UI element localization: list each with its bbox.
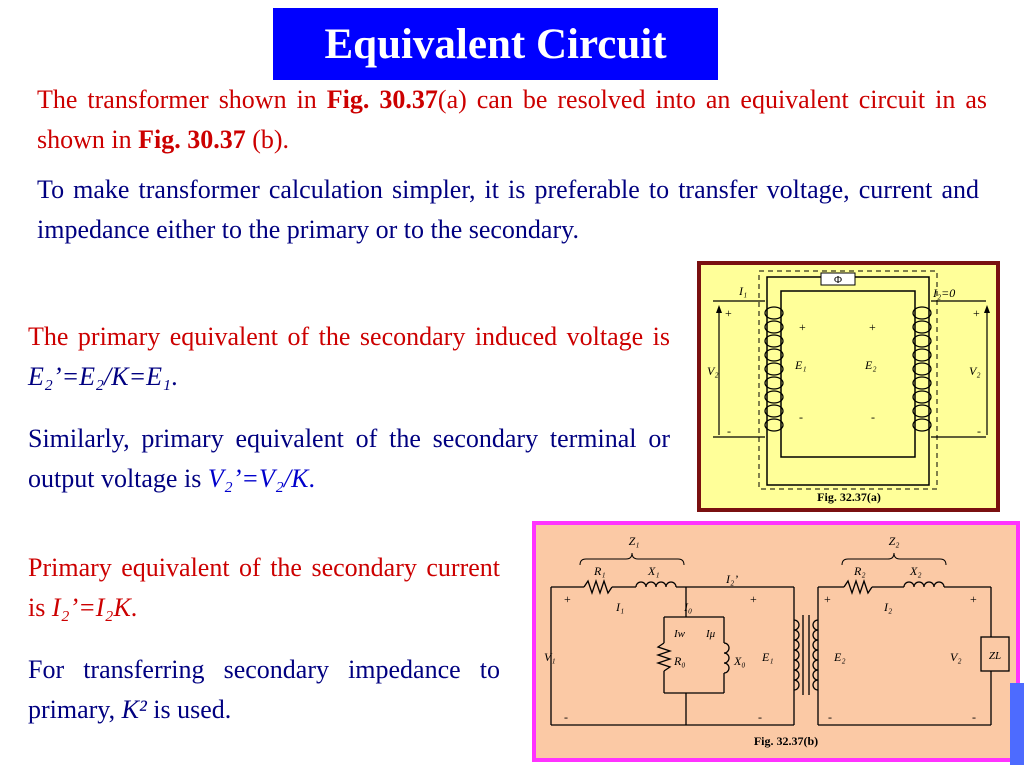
paragraph-6: For transferring secondary impedance to … — [28, 650, 500, 730]
plus-e2-b: + — [824, 592, 831, 606]
label-v1: V₁ — [544, 650, 556, 664]
label-i0: I₀ — [683, 600, 692, 614]
label-e2: E₂ — [864, 358, 877, 372]
figure-a-diagram: Φ I₁ I₂=0 + + + + V₂ V₂ E₁ E₂ - - - - — [707, 270, 990, 504]
core-outer — [766, 276, 930, 486]
p1-text-2: (a) can be resolved into an equivalent c… — [37, 85, 987, 154]
minus-e2-b: - — [828, 710, 832, 724]
plus-v1: + — [564, 592, 571, 606]
p5-text: Primary equivalent of the secondary curr… — [28, 553, 500, 622]
label-x0: X₀ — [733, 654, 746, 668]
label-i1-b: I₁ — [615, 600, 624, 614]
plus-e1: + — [799, 320, 806, 334]
fig-a-caption: Fig. 32.37(a) — [817, 490, 881, 504]
label-r0: R₀ — [673, 654, 686, 668]
label-i2-prime: I₂’ — [725, 572, 738, 586]
p3-text: The primary equivalent of the secondary … — [28, 322, 670, 351]
figure-b-equivalent-circuit: ZL Z₁ Z₂ R₁ X₁ R₂ X₂ I₁ I₀ I₂’ I₂ Iw Iμ … — [532, 521, 1020, 762]
p1-text-1: The transformer shown in — [37, 85, 327, 114]
p1-text-3: (b). — [245, 125, 290, 154]
label-iw: Iw — [673, 628, 686, 640]
label-i2: I₂=0 — [932, 286, 955, 300]
arrow-right-up — [984, 305, 990, 313]
figure-b-diagram: ZL Z₁ Z₂ R₁ X₁ R₂ X₂ I₁ I₀ I₂’ I₂ Iw Iμ … — [544, 534, 1010, 748]
plus-e2: + — [869, 320, 876, 334]
plus-right: + — [973, 306, 980, 320]
flux-box — [820, 272, 856, 286]
label-e2-b: E₂ — [833, 650, 846, 664]
minus-left: - — [727, 424, 731, 438]
label-imu: Iμ — [705, 628, 716, 640]
label-i2-b: I₂ — [883, 600, 892, 614]
secondary-coil — [912, 306, 932, 432]
label-e1: E₁ — [794, 358, 807, 372]
plus-e1-b: + — [750, 592, 757, 606]
plus-v2: + — [970, 592, 977, 606]
p4-end: . — [308, 464, 315, 493]
slide-edge-decoration — [1010, 683, 1024, 765]
label-r2: R₂ — [853, 564, 866, 578]
load-impedance — [980, 636, 1010, 672]
label-i1: I₁ — [738, 284, 747, 298]
label-z1: Z₁ — [629, 534, 640, 548]
plus-left: + — [725, 306, 732, 320]
ideal-transformer — [793, 615, 819, 695]
primary-coil — [764, 306, 784, 432]
z2-brace — [841, 552, 947, 566]
paragraph-4: Similarly, primary equivalent of the sec… — [28, 419, 670, 499]
minus-right: - — [977, 424, 981, 438]
label-v2-b: V₂ — [950, 650, 962, 664]
core-inner — [780, 290, 916, 458]
label-zl: ZL — [989, 650, 1001, 662]
label-r1: R₁ — [593, 564, 606, 578]
p4-formula: V₂’=V₂/K — [207, 464, 309, 493]
paragraph-1: The transformer shown in Fig. 30.37(a) c… — [37, 80, 987, 160]
slide-title: Equivalent Circuit — [324, 20, 667, 68]
fig-b-caption: Fig. 32.37(b) — [754, 734, 818, 748]
minus-e1-b: - — [758, 710, 762, 724]
p3-formula: E₂’=E₂/K=E₁ — [28, 362, 172, 391]
paragraph-5: Primary equivalent of the secondary curr… — [28, 548, 500, 628]
flux-label: Φ — [834, 274, 842, 286]
label-e1-b: E₁ — [761, 650, 774, 664]
paragraph-3: The primary equivalent of the secondary … — [28, 317, 670, 397]
wires-a — [713, 300, 988, 438]
label-x2: X₂ — [909, 564, 922, 578]
p1-bold-1: Fig. 30.37 — [326, 85, 438, 114]
minus-e1: - — [799, 410, 803, 424]
label-z2: Z₂ — [889, 534, 900, 548]
p1-bold-2: Fig. 30.37 — [138, 125, 246, 154]
label-x1: X₁ — [647, 564, 660, 578]
label-v-left: V₂ — [707, 364, 719, 378]
minus-e2: - — [871, 410, 875, 424]
p3-end: . — [171, 362, 178, 391]
p6-text: For transferring secondary impedance to … — [28, 655, 500, 724]
wires-b — [550, 578, 992, 726]
minus-v1: - — [564, 710, 568, 724]
paragraph-2: To make transformer calculation simpler,… — [37, 175, 979, 244]
title-banner: Equivalent Circuit — [273, 8, 718, 80]
p4-text: Similarly, primary equivalent of the sec… — [28, 424, 670, 493]
minus-v2: - — [972, 710, 976, 724]
z1-brace — [579, 552, 685, 566]
arrow-left-up — [716, 305, 722, 313]
p5-formula: I₂’=I₂K — [51, 593, 131, 622]
p6-end: is used. — [146, 695, 232, 724]
p5-end: . — [130, 593, 138, 622]
figure-a-transformer: Φ I₁ I₂=0 + + + + V₂ V₂ E₁ E₂ - - - - — [697, 261, 1000, 512]
p6-formula: K² — [121, 695, 147, 724]
label-v-right: V₂ — [969, 364, 981, 378]
